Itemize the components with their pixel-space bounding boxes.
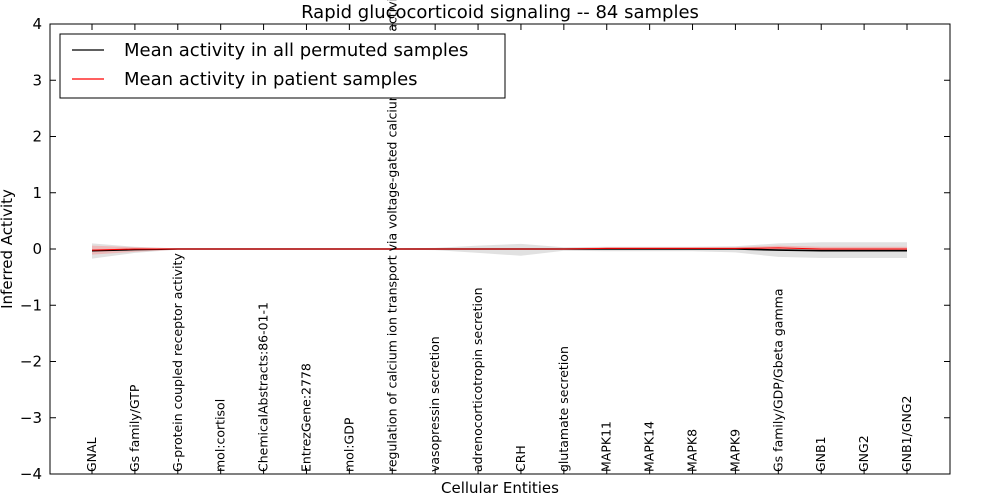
y-tick-label: −2 [20,353,42,371]
x-category-label: glutamate secretion [556,346,571,472]
band-series-0 [92,242,907,259]
x-category-label: MAPK9 [727,429,742,472]
x-axis-category-labels: GNAL Gs family/GTP G-protein coupled recep… [84,0,914,472]
x-axis-ticks [91,24,908,474]
x-category-label: MAPK8 [685,429,700,472]
legend-entry-label: Mean activity in patient samples [124,69,418,90]
confidence-bands [92,242,907,259]
legend-box [59,33,506,99]
x-category-label: MAPK11 [599,421,614,472]
x-category-label: Gs family/GDP/Gbeta gamma [770,289,785,472]
x-category-label: GNB1/GNG2 [899,396,914,472]
x-category-label: GNG2 [856,435,871,472]
x-category-label: Gs family/GTP [127,384,142,472]
y-tick-label: 0 [32,240,42,258]
y-axis-ticks: −4 −3 −2 −1 0 1 2 3 4 [20,15,950,483]
y-tick-label: 3 [32,71,42,89]
x-axis-label: Cellular Entities [441,479,559,497]
x-category-label: CRH [513,445,528,472]
series-lines [91,247,907,252]
x-category-label: GNB1 [813,436,828,472]
x-category-label: MAPK14 [642,421,657,472]
legend: Mean activity in all permuted samplesMea… [59,33,506,99]
y-tick-label: 4 [32,15,42,33]
y-tick-label: −3 [20,409,42,427]
legend-entry-label: Mean activity in all permuted samples [124,40,468,61]
y-tick-label: 2 [32,128,42,146]
y-tick-label: 1 [32,184,42,202]
y-tick-label: −4 [20,465,42,483]
x-category-label: vasopressin secretion [427,336,442,472]
x-category-label: GNAL [84,437,99,472]
line-series-1 [91,247,907,251]
x-category-label: mol:cortisol [213,399,228,472]
x-category-label: mol:GDP [341,417,356,472]
band-series-1 [92,245,907,255]
x-category-label: adrenocorticotropin secretion [470,287,485,472]
chart-title: Rapid glucocorticoid signaling -- 84 sam… [301,2,699,23]
y-tick-label: −1 [20,296,42,314]
x-category-label: ChemicalAbstracts:86-01-1 [256,302,271,472]
x-category-label: regulation of calcium ion transport via … [384,0,399,472]
x-category-label: G-protein coupled receptor activity [170,253,185,472]
y-axis-label: Inferred Activity [0,189,16,309]
x-category-label: EntrezGene:2778 [299,363,314,472]
